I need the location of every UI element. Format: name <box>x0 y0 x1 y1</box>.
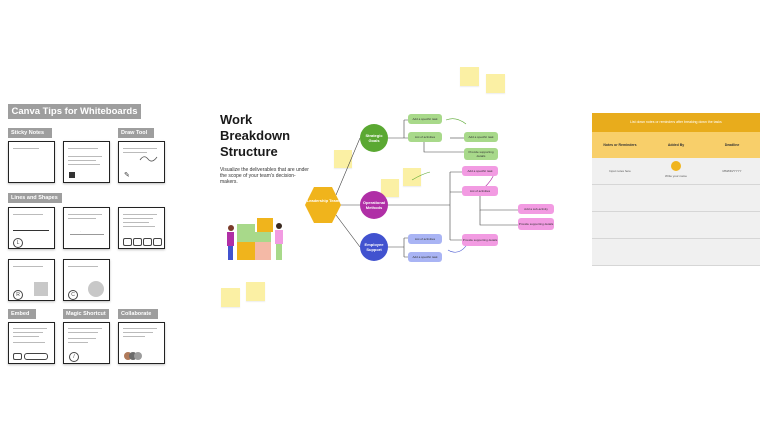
wbs-task[interactable]: Add a specific task <box>408 114 442 124</box>
tip-card-shapes[interactable] <box>118 207 165 249</box>
wbs-title-line: Structure <box>220 144 278 159</box>
sticky-note[interactable] <box>381 179 399 197</box>
section-label-magic-shortcut: Magic Shortcut <box>63 309 109 319</box>
wbs-task[interactable]: Add a specific task <box>462 166 498 176</box>
tip-card-shape-square[interactable]: R <box>8 259 55 301</box>
table-row[interactable]: Input notes here Write your name MM/DD/Y… <box>592 158 760 185</box>
sticky-note[interactable] <box>246 282 265 301</box>
section-label-embed: Embed <box>8 309 36 319</box>
line-tool-icon: L <box>13 238 23 248</box>
table-cell-note[interactable]: Input notes here <box>609 169 631 173</box>
section-label-sticky-notes: Sticky Notes <box>8 128 52 138</box>
sticky-note[interactable] <box>460 67 479 86</box>
embed-search-field <box>24 353 48 360</box>
wbs-branch-employee[interactable]: Employee Support <box>360 233 388 261</box>
wbs-task[interactable]: Add a sub-activity <box>518 204 554 214</box>
wbs-task[interactable]: Provide supporting details <box>462 234 498 246</box>
square-tool-icon: R <box>13 290 23 300</box>
wbs-title-line: Work <box>220 112 253 127</box>
magic-icon: / <box>69 352 79 362</box>
tip-card-magic[interactable]: / <box>63 322 110 364</box>
avatar <box>671 161 681 171</box>
sticky-note[interactable] <box>403 168 421 186</box>
wbs-task[interactable]: Provide supporting details <box>464 148 498 160</box>
wbs-branch-operational[interactable]: Operational Methods <box>360 191 388 219</box>
wbs-title: Work Breakdown Structure <box>220 112 290 160</box>
sticky-icon <box>69 172 75 178</box>
table-row[interactable] <box>592 185 760 212</box>
wbs-task[interactable]: Add a specific task <box>464 132 498 142</box>
wbs-subtitle: Visualize the deliverables that are unde… <box>220 167 309 185</box>
tip-card-sticky-1[interactable] <box>8 141 55 183</box>
avatar <box>129 352 137 360</box>
notes-table-header: List down notes or reminders after break… <box>592 113 760 132</box>
tip-card-lines-1[interactable]: L <box>8 207 55 249</box>
scribble-icon <box>139 156 158 162</box>
wbs-branch-strategic[interactable]: Strategic Goals <box>360 124 388 152</box>
tips-title: Canva Tips for Whiteboards <box>8 104 141 119</box>
puzzle-illustration <box>227 218 283 260</box>
tip-card-embed[interactable] <box>8 322 55 364</box>
wbs-title-line: Breakdown <box>220 128 291 143</box>
sticky-note[interactable] <box>221 288 240 307</box>
wbs-root-label: Leadership Team <box>306 198 340 203</box>
avatar <box>124 352 132 360</box>
tip-card-lines-2[interactable]: · <box>63 207 110 249</box>
wbs-task[interactable]: Add a specific task <box>408 252 442 262</box>
section-label-draw-tool: Draw Tool <box>118 128 154 138</box>
column-header-notes: Notes or Reminders <box>603 143 637 147</box>
sticky-note[interactable] <box>334 150 352 168</box>
connector-icon <box>153 238 162 246</box>
section-label-collaborate: Collaborate <box>118 309 158 319</box>
table-cell-added-by[interactable]: Write your name <box>648 158 704 184</box>
wbs-task[interactable]: Provide supporting details <box>518 218 554 230</box>
notes-table: List down notes or reminders after break… <box>592 113 760 266</box>
tip-card-sticky-2[interactable] <box>63 141 110 183</box>
pen-icon: ✎ <box>124 172 130 179</box>
added-by-name: Write your name <box>665 174 687 178</box>
table-cell-deadline[interactable]: MM/DD/YYYY <box>722 169 742 173</box>
column-header-deadline: Deadline <box>724 143 740 147</box>
notes-table-columns: Notes or Reminders Added By Deadline <box>592 132 760 158</box>
shape-icon <box>123 238 132 246</box>
arrow-icon <box>143 238 152 246</box>
table-row[interactable] <box>592 239 760 266</box>
column-header-added-by: Added By <box>667 143 685 147</box>
tip-card-shape-circle[interactable]: C <box>63 259 110 301</box>
section-label-lines-shapes: Lines and Shapes <box>8 193 62 203</box>
embed-icon <box>13 353 22 360</box>
tip-card-draw[interactable]: ✎ <box>118 141 165 183</box>
wbs-task[interactable]: List of activities <box>408 132 442 142</box>
tip-card-collaborate[interactable] <box>118 322 165 364</box>
circle-tool-icon: C <box>68 290 78 300</box>
avatar <box>134 352 142 360</box>
table-row[interactable] <box>592 212 760 239</box>
line-icon <box>133 238 142 246</box>
wbs-root-node[interactable] <box>304 186 342 224</box>
sticky-note[interactable] <box>486 74 505 93</box>
wbs-task[interactable]: List of activities <box>408 234 442 244</box>
wbs-task[interactable]: List of activities <box>462 186 498 196</box>
